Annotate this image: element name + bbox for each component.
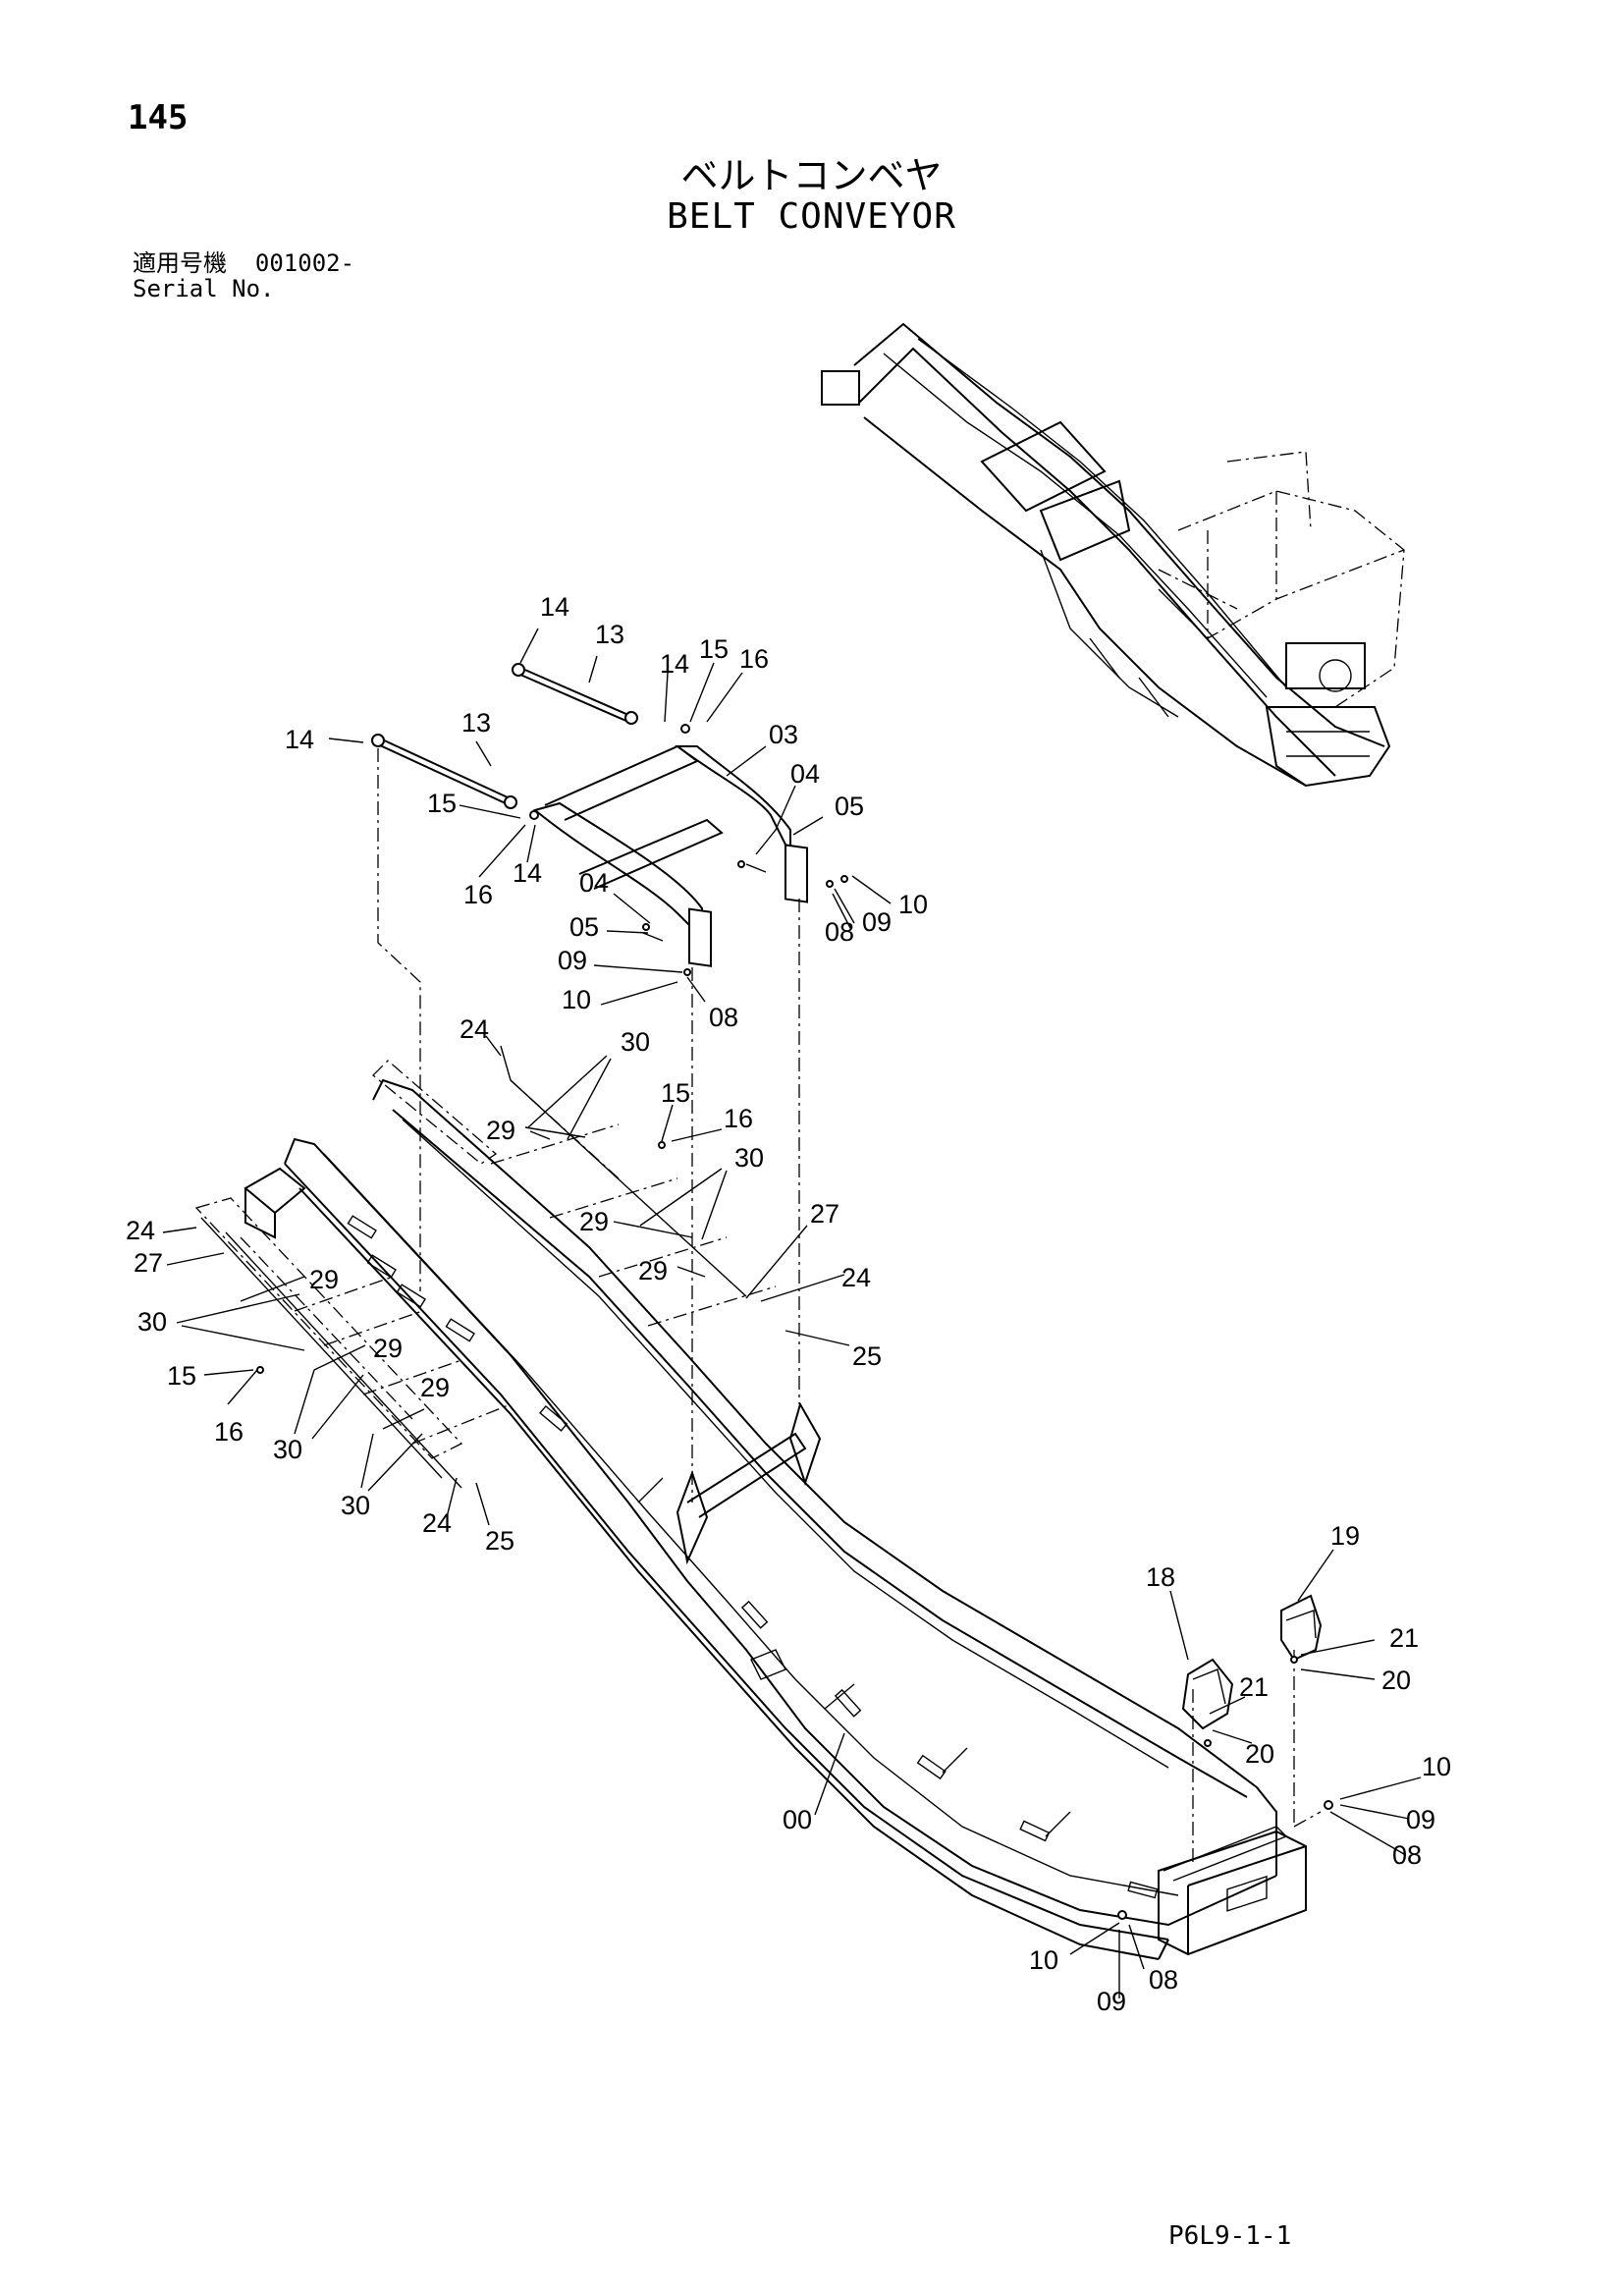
callout: 04: [579, 868, 609, 898]
callout: 29: [579, 1207, 609, 1236]
callout: 09: [1097, 1987, 1126, 2016]
callout: 09: [862, 907, 892, 937]
callout: 20: [1381, 1666, 1411, 1695]
tail-guards: [1181, 1594, 1323, 1730]
fasteners: [256, 724, 1333, 1920]
callout: 29: [420, 1373, 450, 1402]
callout: 10: [562, 985, 591, 1014]
callout: 10: [898, 890, 928, 919]
callout: 10: [1422, 1752, 1451, 1781]
callout: 21: [1389, 1623, 1419, 1653]
callout: 24: [422, 1508, 452, 1538]
callout: 27: [810, 1199, 839, 1229]
serial-info: 適用号機 001002- Serial No.: [133, 250, 354, 301]
callout: 00: [783, 1805, 812, 1834]
callout: 03: [769, 720, 798, 749]
callout: 29: [486, 1116, 515, 1145]
callout: 13: [461, 708, 491, 738]
callout: 15: [167, 1361, 196, 1391]
callout: 05: [569, 912, 599, 942]
rubber-strips: [200, 1045, 747, 1489]
assembly-guide-lines: [377, 748, 1322, 1866]
callout: 09: [558, 946, 587, 975]
callout: 20: [1245, 1739, 1274, 1769]
callout: 25: [485, 1526, 514, 1556]
callout: 19: [1330, 1521, 1360, 1551]
callout: 16: [724, 1104, 753, 1133]
main-conveyor-frame: [243, 1078, 1307, 1960]
callout: 29: [638, 1256, 668, 1285]
callout: 30: [137, 1307, 167, 1337]
callout: 15: [661, 1078, 690, 1108]
support-frame: [532, 744, 808, 967]
callout: 25: [852, 1341, 882, 1371]
callout: 08: [709, 1003, 738, 1032]
callout: 24: [126, 1216, 155, 1245]
callout: 21: [1239, 1672, 1269, 1702]
callout: 14: [285, 725, 314, 754]
callout: 10: [1029, 1945, 1058, 1975]
callout: 18: [1146, 1562, 1175, 1592]
reference-view-machine: [821, 322, 1405, 788]
callout: 14: [513, 858, 542, 888]
callout: 16: [463, 880, 493, 909]
callout: 16: [214, 1417, 243, 1447]
drawing-code: P6L9-1-1: [1168, 2221, 1292, 2251]
callout: 05: [835, 792, 864, 821]
callout: 27: [134, 1248, 163, 1278]
callout: 04: [790, 759, 820, 789]
serial-value: 001002-: [254, 249, 355, 277]
serial-label-en: Serial No.: [133, 275, 275, 302]
callout: 29: [373, 1334, 403, 1363]
callout: 30: [621, 1027, 650, 1057]
tie-rod-upper: [512, 663, 638, 725]
callout: 30: [341, 1491, 370, 1520]
title-japanese: ベルトコンベヤ: [680, 154, 943, 197]
page-number: 145: [128, 98, 189, 137]
part-callouts: 14 13 14 15 16 14 13 03 04 05 15 14 16 0…: [126, 592, 1451, 2016]
callout: 08: [825, 917, 854, 947]
callout: 24: [460, 1014, 489, 1044]
callout: 14: [540, 592, 569, 622]
serial-label-jp: 適用号機: [133, 249, 227, 277]
callout: 15: [427, 789, 457, 818]
callout: 29: [309, 1265, 339, 1294]
callout: 13: [595, 620, 624, 649]
callout: 16: [739, 644, 769, 674]
callout: 30: [734, 1143, 764, 1173]
callout: 24: [841, 1263, 871, 1292]
callout: 14: [660, 649, 689, 679]
callout: 09: [1406, 1805, 1435, 1834]
leader-lines: [162, 628, 1422, 1998]
callout: 30: [273, 1435, 302, 1464]
tie-rod-lower: [371, 734, 517, 809]
callout: 08: [1149, 1965, 1178, 1995]
callout: 08: [1392, 1840, 1422, 1870]
title-english: BELT CONVEYOR: [667, 196, 956, 237]
callout: 15: [699, 634, 729, 664]
